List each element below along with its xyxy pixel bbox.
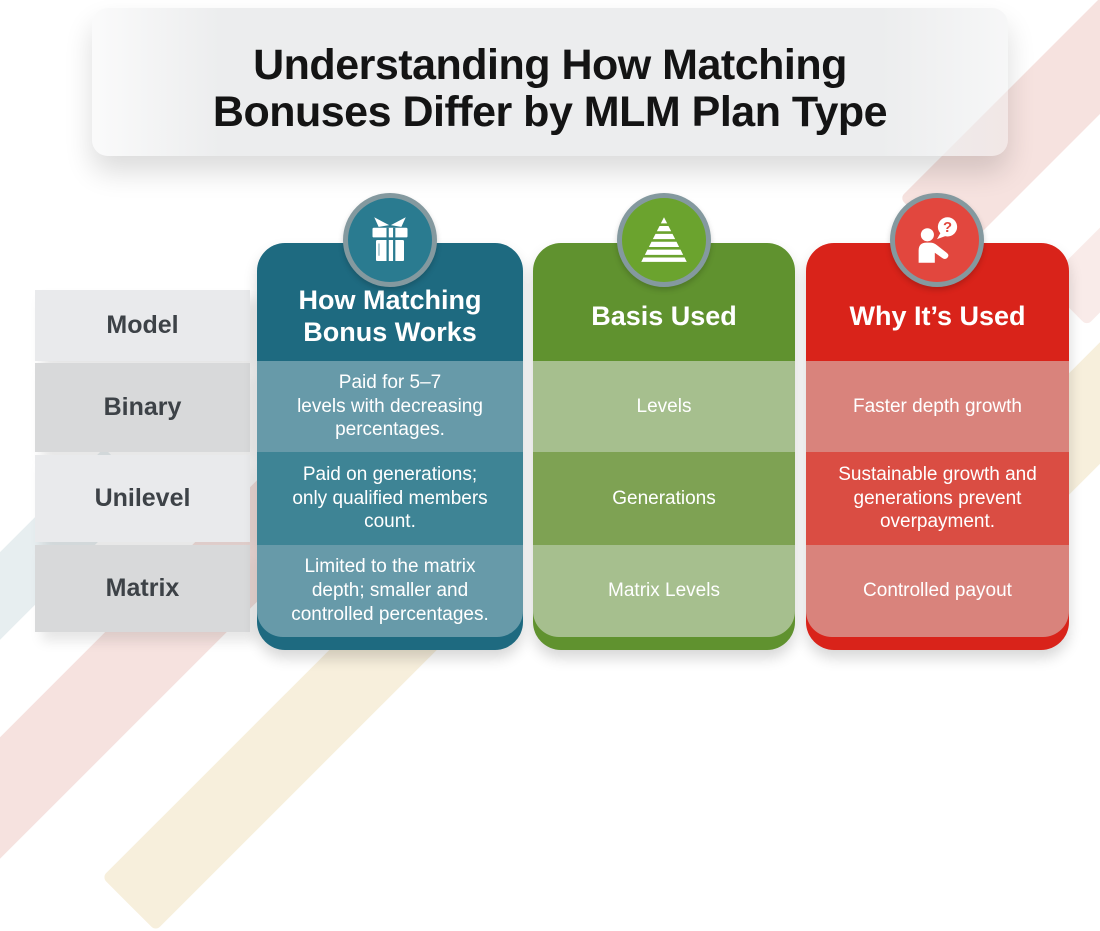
cell-matrix-why: Controlled payout bbox=[806, 545, 1069, 637]
cell-unilevel-how: Paid on generations; only qualified memb… bbox=[257, 452, 523, 545]
title-banner bbox=[92, 8, 1008, 156]
cell-binary-basis: Levels bbox=[533, 361, 795, 452]
column-header-why-its-used: Why It’s Used bbox=[849, 301, 1026, 332]
model-column-header: Model bbox=[35, 290, 250, 361]
model-label-binary: Binary bbox=[35, 363, 250, 452]
cell-binary-why: Faster depth growth bbox=[806, 361, 1069, 452]
column-header-basis-used: Basis Used bbox=[591, 301, 737, 332]
column-card-how-matching-bonus-works: How Matching Bonus Works Paid for 5–7 le… bbox=[257, 243, 523, 650]
page-title: Understanding How Matching Bonuses Diffe… bbox=[212, 41, 888, 137]
cell-matrix-how: Limited to the matrix depth; smaller and… bbox=[257, 545, 523, 637]
column-card-why-its-used: Why It’s Used Faster depth growth Sustai… bbox=[806, 243, 1069, 650]
cell-unilevel-basis: Generations bbox=[533, 452, 795, 545]
person-question-icon: ? bbox=[890, 193, 984, 287]
model-label-unilevel: Unilevel bbox=[35, 455, 250, 542]
pyramid-icon bbox=[617, 193, 711, 287]
question-mark-glyph: ? bbox=[943, 220, 952, 236]
cell-matrix-basis: Matrix Levels bbox=[533, 545, 795, 637]
cell-unilevel-why: Sustainable growth and generations preve… bbox=[806, 452, 1069, 545]
cell-binary-how: Paid for 5–7 levels with decreasing perc… bbox=[257, 361, 523, 452]
column-card-basis-used: Basis Used Levels Generations Matrix Lev… bbox=[533, 243, 795, 650]
gift-icon bbox=[343, 193, 437, 287]
model-label-matrix: Matrix bbox=[35, 545, 250, 632]
column-header-how-matching-bonus-works: How Matching Bonus Works bbox=[298, 285, 482, 347]
